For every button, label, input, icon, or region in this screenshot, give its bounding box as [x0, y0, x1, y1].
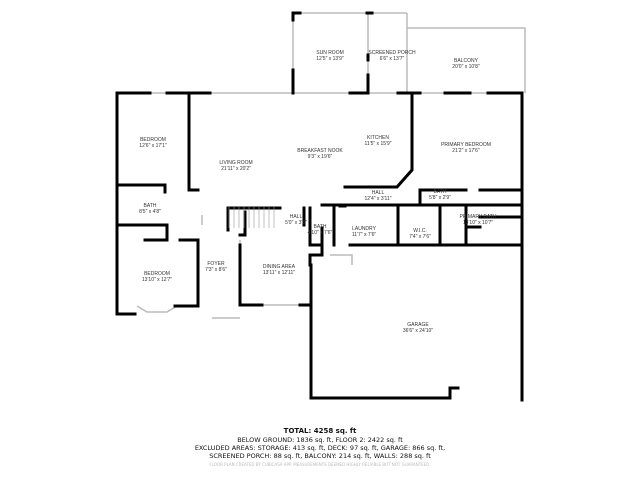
- window: [330, 254, 353, 265]
- wall: [308, 253, 460, 400]
- wall: [238, 210, 247, 237]
- room-name: PRIMARY BEDROOM: [441, 142, 491, 148]
- room-name: BEDROOM: [144, 271, 170, 277]
- room-dimensions: 5'8" x 2'9": [429, 195, 451, 201]
- room-name: BATH: [313, 224, 327, 230]
- room-dimensions: 13'11" x 12'11": [262, 270, 296, 276]
- room-dimensions: 13'10" x 12'7": [141, 277, 173, 283]
- room-dimensions: 6'6" x 13'7": [379, 56, 405, 62]
- wall: [115, 223, 169, 242]
- wall: [173, 238, 200, 308]
- room-name: FOYER: [207, 261, 225, 267]
- wall: [238, 243, 264, 307]
- room-name: SUN ROOM: [316, 50, 344, 56]
- room-name: BATH: [433, 189, 447, 195]
- staircase: [228, 206, 275, 228]
- room-name: BREAKFAST NOOK: [297, 148, 343, 154]
- wall: [187, 91, 200, 192]
- room-dimensions: 21'11" x 20'2": [221, 166, 251, 172]
- room-name: LAUNDRY: [352, 226, 376, 232]
- room-name: BATH: [143, 203, 157, 209]
- room-dimensions: 36'6" x 24'10": [402, 328, 434, 334]
- room-name: BALCONY: [454, 58, 478, 64]
- walls: [115, 11, 524, 402]
- wall: [115, 183, 167, 194]
- room-name: KITCHEN: [367, 135, 389, 141]
- room-dimensions: 12'4" x 3'11": [364, 196, 392, 202]
- room-dimensions: 7'4" x 7'6": [409, 234, 431, 240]
- room-name: HALL: [371, 190, 385, 196]
- credit-note: FLOOR PLAN CREATED BY CUBICASA APP. MEAS…: [209, 462, 431, 467]
- room-name: SCREENED PORCH: [368, 50, 416, 56]
- area-breakdown: BELOW GROUND: 1836 sq. ft, FLOOR 2: 2422…: [237, 436, 403, 444]
- room-label: W.I.C.7'4" x 7'6": [409, 228, 431, 240]
- total-area: TOTAL: 4258 sq. ft: [283, 427, 357, 435]
- room-dimensions: 12'6" x 17'1": [139, 143, 167, 149]
- room-dimensions: 21'2" x 17'6": [452, 148, 480, 154]
- room-dimensions: 5'0" x 3'8": [285, 220, 307, 226]
- room-dimensions: 8'5" x 4'8": [139, 209, 161, 215]
- window: [407, 27, 526, 93]
- room-name: HALL: [289, 214, 303, 220]
- room-name: GARAGE: [407, 322, 429, 328]
- room-name: W.I.C.: [413, 228, 427, 234]
- window: [136, 305, 178, 313]
- wall: [308, 206, 324, 247]
- room-name: PRIMARY BATH: [459, 214, 497, 220]
- room-dimensions: 20'0" x 10'8": [452, 64, 480, 70]
- wall: [343, 91, 414, 189]
- excluded-areas: EXCLUDED AREAS: STORAGE: 413 sq. ft, DEC…: [194, 444, 446, 452]
- room-dimensions: 4'10" x 7'6": [307, 230, 333, 236]
- room-dimensions: 11'5" x 15'9": [364, 141, 392, 147]
- room-name: BEDROOM: [140, 137, 166, 143]
- room-name: LIVING ROOM: [219, 160, 253, 166]
- room-dimensions: 13'10" x 10'7": [462, 220, 494, 226]
- room-dimensions: 9'3" x 19'6": [307, 154, 333, 160]
- room-dimensions: 7'3" x 8'6": [205, 267, 227, 273]
- room-name: DINING AREA: [262, 264, 296, 270]
- wall: [226, 206, 282, 232]
- excluded-areas-cont: SCREENED PORCH: 88 sq. ft, BALCONY: 214 …: [209, 452, 431, 460]
- wall: [115, 93, 137, 316]
- room-dimensions: 12'5" x 13'9": [316, 56, 344, 62]
- room-dimensions: 11'7" x 7'6": [351, 232, 377, 238]
